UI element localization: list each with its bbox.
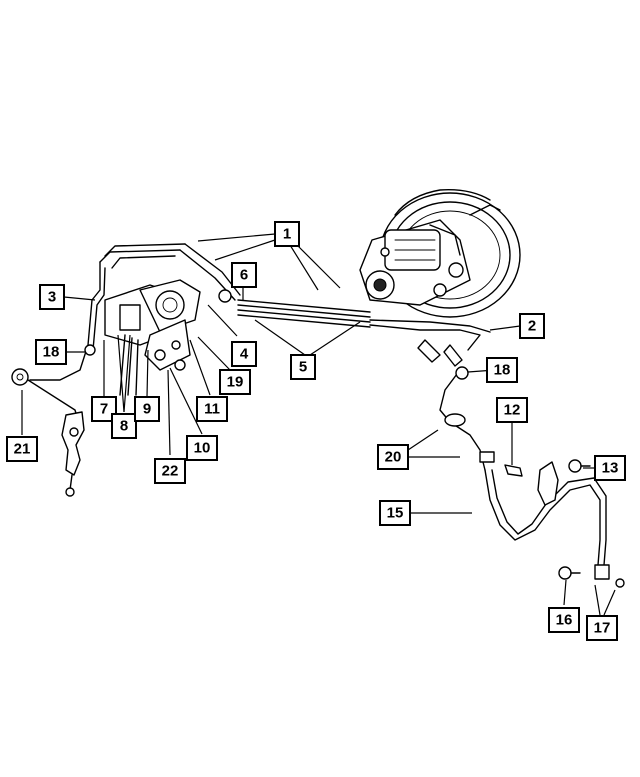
callout-12-label: 12 <box>504 402 521 419</box>
callout-2-label: 2 <box>528 318 536 335</box>
brake-lines-drawing <box>99 243 491 471</box>
callout-13: 13 <box>594 455 626 481</box>
callout-13-label: 13 <box>602 460 619 477</box>
callout-3: 3 <box>39 284 65 310</box>
callout-18-right-label: 18 <box>494 362 511 379</box>
callout-4: 4 <box>231 341 257 367</box>
callout-20: 20 <box>377 444 409 470</box>
callout-8-label: 8 <box>120 418 128 435</box>
callout-22-label: 22 <box>162 463 179 480</box>
callout-7-label: 7 <box>100 401 108 418</box>
callout-16-label: 16 <box>556 612 573 629</box>
callout-9-label: 9 <box>143 401 151 418</box>
callout-10: 10 <box>186 435 218 461</box>
callout-19: 19 <box>219 369 251 395</box>
brake-booster-drawing <box>359 189 521 318</box>
callout-17-label: 17 <box>594 620 611 637</box>
callout-1: 1 <box>274 221 300 247</box>
callout-22: 22 <box>154 458 186 484</box>
callout-20-label: 20 <box>385 449 402 466</box>
callout-18-left: 18 <box>35 339 67 365</box>
callout-4-label: 4 <box>240 346 249 363</box>
callout-18-left-label: 18 <box>43 344 60 361</box>
callout-15: 15 <box>379 500 411 526</box>
callout-21: 21 <box>6 436 38 462</box>
callout-3-label: 3 <box>48 289 56 306</box>
callout-10-label: 10 <box>194 440 211 457</box>
abs-module-drawing <box>11 261 232 497</box>
callout-11-label: 11 <box>204 401 220 418</box>
callout-15-label: 15 <box>387 505 404 522</box>
callout-5-label: 5 <box>299 359 307 376</box>
brake-hose-drawing <box>479 451 625 588</box>
callout-5: 5 <box>290 354 316 380</box>
leader-lines <box>21 233 616 616</box>
callout-19-label: 19 <box>227 374 244 391</box>
callout-9: 9 <box>134 396 160 422</box>
callout-1-label: 1 <box>283 226 291 243</box>
callout-2: 2 <box>519 313 545 339</box>
callout-12: 12 <box>496 397 528 423</box>
callout-11: 11 <box>196 396 228 422</box>
callout-17: 17 <box>586 615 618 641</box>
callout-6: 6 <box>231 262 257 288</box>
callout-6-label: 6 <box>240 267 248 284</box>
callout-16: 16 <box>548 607 580 633</box>
callout-21-label: 21 <box>14 441 31 458</box>
callout-18-right: 18 <box>486 357 518 383</box>
callout-8: 8 <box>111 413 137 439</box>
